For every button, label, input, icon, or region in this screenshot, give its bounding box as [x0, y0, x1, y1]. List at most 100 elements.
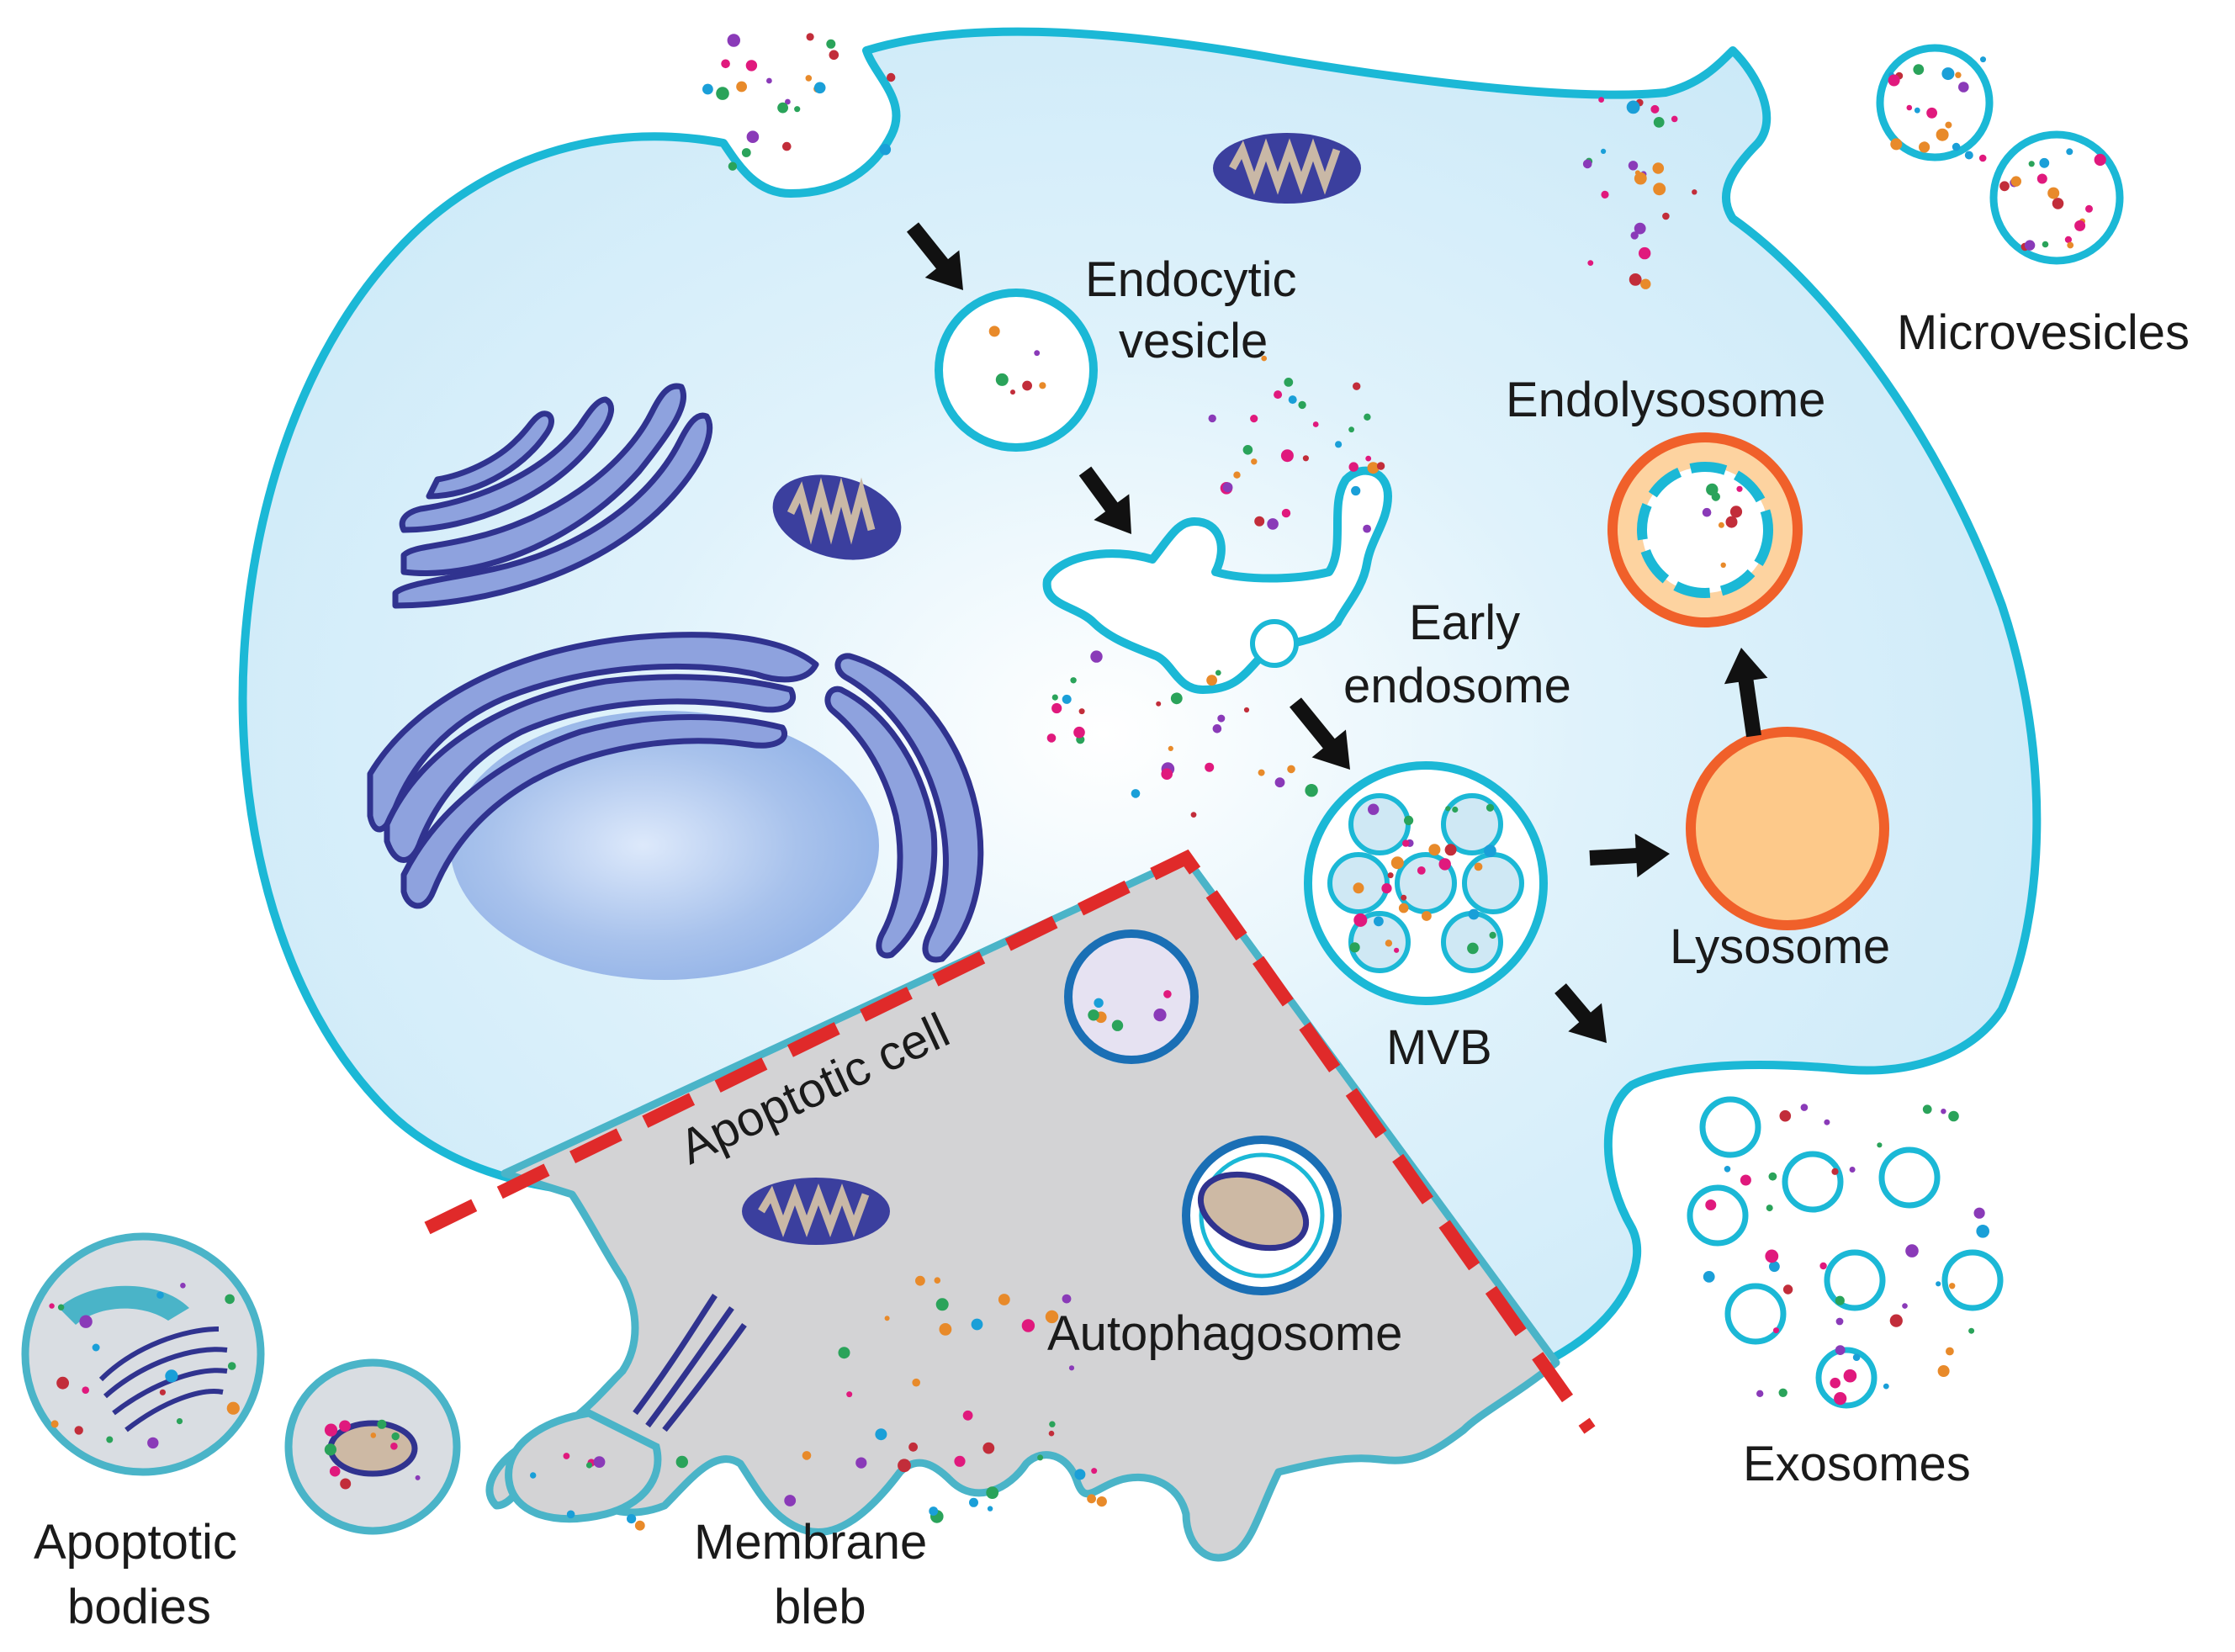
- cargo-dot: [962, 1410, 973, 1421]
- exosome-icon: [1878, 1146, 1941, 1209]
- cargo-dot: [1368, 803, 1380, 815]
- arrow-icon: [1554, 983, 1607, 1043]
- cargo-dot: [1111, 1019, 1124, 1031]
- cargo-dot: [908, 1442, 918, 1452]
- cargo-dot: [1348, 462, 1358, 472]
- label-lysosome: Lysosome: [1670, 919, 1890, 974]
- cargo-dot: [1302, 455, 1309, 462]
- cargo-dot: [147, 1437, 159, 1449]
- cargo-dot: [1398, 903, 1409, 913]
- mitochondrion-icon: [772, 474, 902, 560]
- cargo-dot: [1740, 1174, 1751, 1186]
- cargo-dot: [1390, 856, 1404, 870]
- cargo-dot: [1381, 883, 1392, 894]
- cargo-dot: [1394, 947, 1400, 953]
- cargo-dot: [1486, 803, 1495, 812]
- intraluminal-vesicle: [1250, 619, 1299, 668]
- cargo-dot: [106, 1436, 114, 1443]
- cargo-dot: [1387, 872, 1394, 879]
- cargo-dot: [826, 39, 836, 49]
- cargo-dot: [57, 1304, 65, 1310]
- cargo-dot: [377, 1419, 387, 1429]
- cargo-dot: [898, 1459, 911, 1473]
- cargo-dot: [1980, 56, 1986, 63]
- cargo-dot: [1765, 1249, 1779, 1263]
- cargo-dot: [1889, 1314, 1903, 1327]
- cargo-dot: [227, 1362, 236, 1370]
- cargo-dot: [1280, 449, 1294, 463]
- cargo-dot: [1049, 1421, 1056, 1427]
- cargo-dot: [2036, 173, 2047, 184]
- cargo-dot: [1702, 507, 1712, 517]
- cargo-dot: [935, 1298, 949, 1311]
- cargo-dot: [805, 75, 813, 82]
- cargo-dot: [1312, 421, 1319, 427]
- cargo-dot: [1756, 1390, 1764, 1398]
- cargo-dot: [1254, 516, 1265, 527]
- cargo-dot: [1438, 858, 1451, 871]
- golgi-icon: [367, 632, 984, 963]
- label-membrane-bleb: Membrane: [694, 1515, 927, 1570]
- cargo-dot: [1831, 1168, 1839, 1175]
- cargo-dot: [1628, 161, 1639, 171]
- cargo-dot: [1417, 866, 1426, 875]
- cargo-dot: [1034, 350, 1041, 357]
- cargo-dot: [1156, 701, 1162, 707]
- cargo-dot: [225, 1294, 235, 1305]
- cargo-dot: [727, 34, 740, 47]
- cargo-dot: [1190, 812, 1197, 818]
- autophagosome-icon: [1182, 1136, 1342, 1295]
- cargo-dot: [1364, 413, 1371, 421]
- cargo-dot: [1351, 485, 1361, 496]
- arrow-icon: [1078, 466, 1132, 535]
- cargo-dot: [1945, 121, 1952, 129]
- cargo-dot: [1890, 138, 1903, 151]
- arrow-icon: [906, 222, 964, 291]
- cargo-dot: [929, 1506, 939, 1516]
- endolysosome-icon: [1607, 432, 1803, 627]
- cargo-dot: [391, 1432, 400, 1441]
- cargo-dot: [1973, 1207, 1985, 1219]
- cargo-dot: [716, 87, 729, 100]
- cargo-dot: [1045, 1310, 1059, 1324]
- cargo-dot: [1718, 522, 1724, 528]
- cargo-dot: [1852, 1353, 1861, 1361]
- cargo-dot: [1022, 380, 1032, 391]
- cargo-dot: [1773, 1327, 1779, 1334]
- cargo-dot: [736, 81, 747, 93]
- cargo-dot: [1261, 355, 1267, 362]
- vesicle-icon: [1064, 929, 1199, 1064]
- cargo-dot: [1348, 426, 1354, 433]
- cargo-dot: [1274, 777, 1285, 788]
- cargo-dot: [1073, 726, 1085, 739]
- cargo-dot: [939, 1323, 952, 1336]
- cargo-dot: [1919, 141, 1930, 153]
- cargo-dot: [340, 1478, 352, 1490]
- exosome-icon: [1941, 1249, 2004, 1311]
- cargo-dot: [1153, 1009, 1167, 1022]
- cargo-dot: [1335, 441, 1343, 448]
- cargo-dot: [92, 1343, 100, 1352]
- cargo-dot: [982, 1442, 995, 1454]
- cargo-dot: [1206, 675, 1217, 686]
- cargo-dot: [593, 1456, 606, 1468]
- cargo-dot: [1363, 524, 1371, 533]
- labels: Endocytic vesicle Early endosome MVB Lys…: [34, 252, 2190, 1634]
- cargo-dot: [1946, 1347, 1954, 1356]
- label-mvb: MVB: [1386, 1020, 1492, 1075]
- cargo-dot: [2067, 241, 2074, 249]
- cargo-dot: [74, 1426, 83, 1435]
- label-exosomes: Exosomes: [1743, 1437, 1971, 1491]
- cargo-dot: [794, 106, 801, 113]
- exosome-icon: [1687, 1184, 1749, 1247]
- label-endolysosome: Endolysosome: [1506, 373, 1825, 427]
- cargo-dot: [1305, 784, 1318, 797]
- cargo-dot: [912, 1378, 920, 1387]
- cargo-dot: [1287, 765, 1295, 774]
- apoptotic-boundary: [424, 849, 1596, 1434]
- cargo-dot: [1161, 768, 1173, 780]
- cargo-dot: [1835, 1295, 1845, 1305]
- cargo-dot: [1824, 1119, 1830, 1125]
- cargo-dot: [1401, 894, 1407, 901]
